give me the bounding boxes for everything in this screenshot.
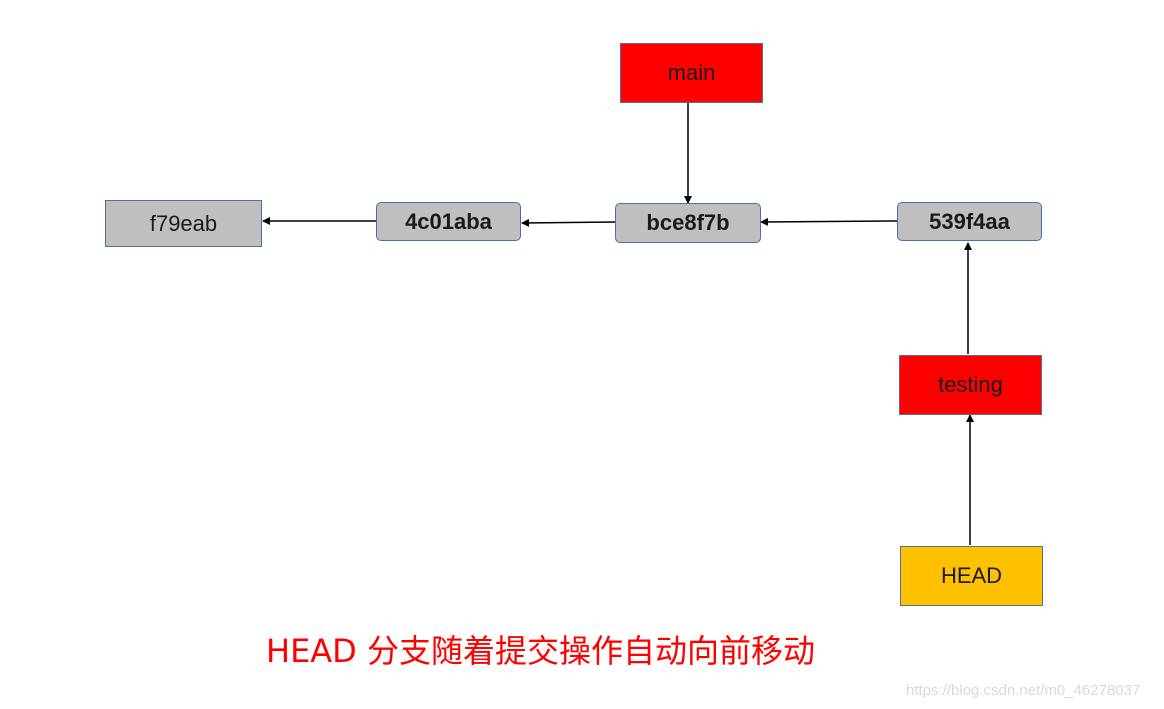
commit-f79eab: f79eab bbox=[105, 200, 262, 247]
branch-main: main bbox=[620, 43, 763, 103]
arrow-539f4aa-to-bce8f7b bbox=[760, 217, 898, 226]
commit-539f4aa: 539f4aa bbox=[897, 202, 1042, 241]
commit-539f4aa-label: 539f4aa bbox=[929, 208, 1010, 234]
branch-testing-label: testing bbox=[938, 372, 1003, 397]
commit-f79eab-label: f79eab bbox=[149, 210, 218, 236]
branch-testing: testing bbox=[899, 355, 1042, 415]
commit-bce8f7b: bce8f7b bbox=[615, 203, 761, 243]
arrow-bce8f7b-to-4c01aba bbox=[521, 218, 616, 227]
branch-main-label: main bbox=[667, 60, 716, 85]
watermark: https://blog.csdn.net/m0_46278037 bbox=[906, 682, 1141, 699]
commit-bce8f7b-label: bce8f7b bbox=[646, 210, 730, 235]
commit-4c01aba-label: 4c01aba bbox=[405, 208, 492, 234]
head-pointer-label: HEAD bbox=[940, 563, 1003, 588]
head-pointer: HEAD bbox=[900, 546, 1043, 606]
commit-4c01aba: 4c01aba bbox=[376, 202, 521, 241]
caption: HEAD 分支随着提交操作自动向前移动 bbox=[266, 632, 815, 670]
